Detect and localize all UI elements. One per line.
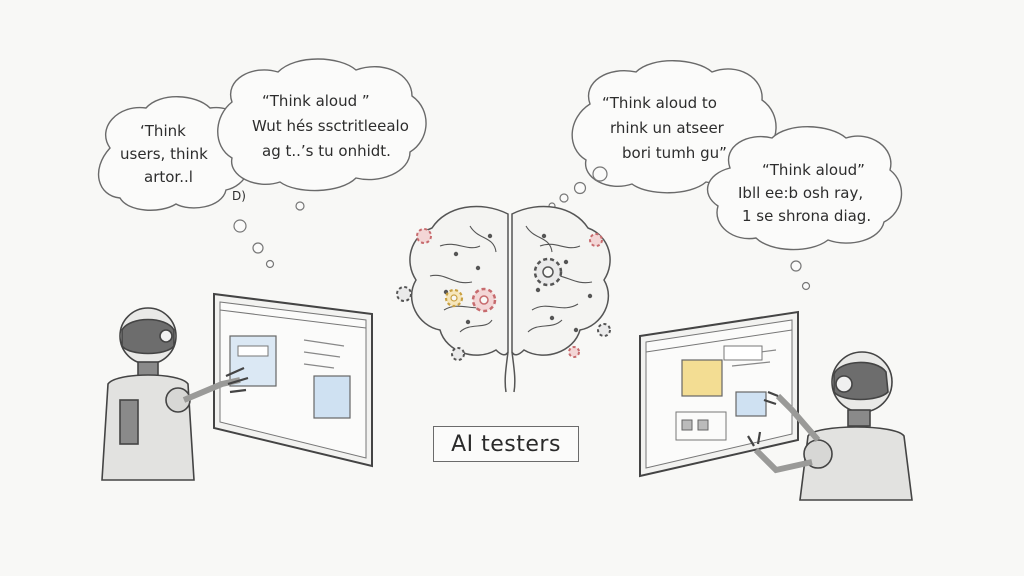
screen-panel-blue xyxy=(735,391,767,417)
bubble-right-small-line1: “Think aloud” xyxy=(762,161,865,179)
right-monitor xyxy=(639,310,799,478)
thought-bubble-left-small: ‘Think users, think artor..l D) xyxy=(97,96,275,269)
bubble-left-small-tail: D) xyxy=(232,189,246,203)
gear-icon xyxy=(444,288,464,308)
bubble-right-large-line2: rhink un atseer xyxy=(610,119,725,137)
gear-icon xyxy=(396,286,412,302)
gear-icon xyxy=(471,287,497,313)
bubble-left-large-line2: Wut hés ssctritleealo xyxy=(252,117,409,135)
thought-bubble-right-small: “Think aloud” Ibll ee:b osh ray, 1 se sh… xyxy=(706,126,903,291)
gear-icon xyxy=(589,233,603,247)
thought-bubble-left-large: “Think aloud ” Wut hés ssctritleealo ag … xyxy=(217,58,427,211)
bubble-left-small-line1: ‘Think xyxy=(140,122,186,140)
left-robot xyxy=(101,307,249,481)
bubble-right-large-line1: “Think aloud to xyxy=(602,94,717,112)
bubble-left-large-line1: “Think aloud ” xyxy=(262,92,370,110)
left-monitor xyxy=(213,292,373,468)
bubble-right-large-line3: bori tumh gu” xyxy=(622,144,727,162)
brain-illustration xyxy=(409,205,611,393)
thought-bubble-right-large: “Think aloud to rhink un atseer bori tum… xyxy=(548,60,777,210)
ai-testers-label: AI testers xyxy=(433,426,579,462)
gear-icon xyxy=(568,346,580,358)
gear-icon xyxy=(597,323,611,337)
screen-panel-yellow xyxy=(681,359,723,397)
bubble-right-small-line2: Ibll ee:b osh ray, xyxy=(738,184,863,202)
screen-panel-blue xyxy=(313,375,351,419)
bubble-left-small-line2: users, think xyxy=(120,145,208,163)
bubble-right-small-line3: 1 se shrona diag. xyxy=(742,207,871,225)
gear-icon xyxy=(416,228,432,244)
gear-icon xyxy=(451,347,465,361)
right-robot xyxy=(747,351,913,501)
gear-icon xyxy=(533,257,563,287)
bubble-left-small-line3: artor..l xyxy=(144,168,193,186)
bubble-left-large-line3: ag t..’s tu onhidt. xyxy=(262,142,391,160)
